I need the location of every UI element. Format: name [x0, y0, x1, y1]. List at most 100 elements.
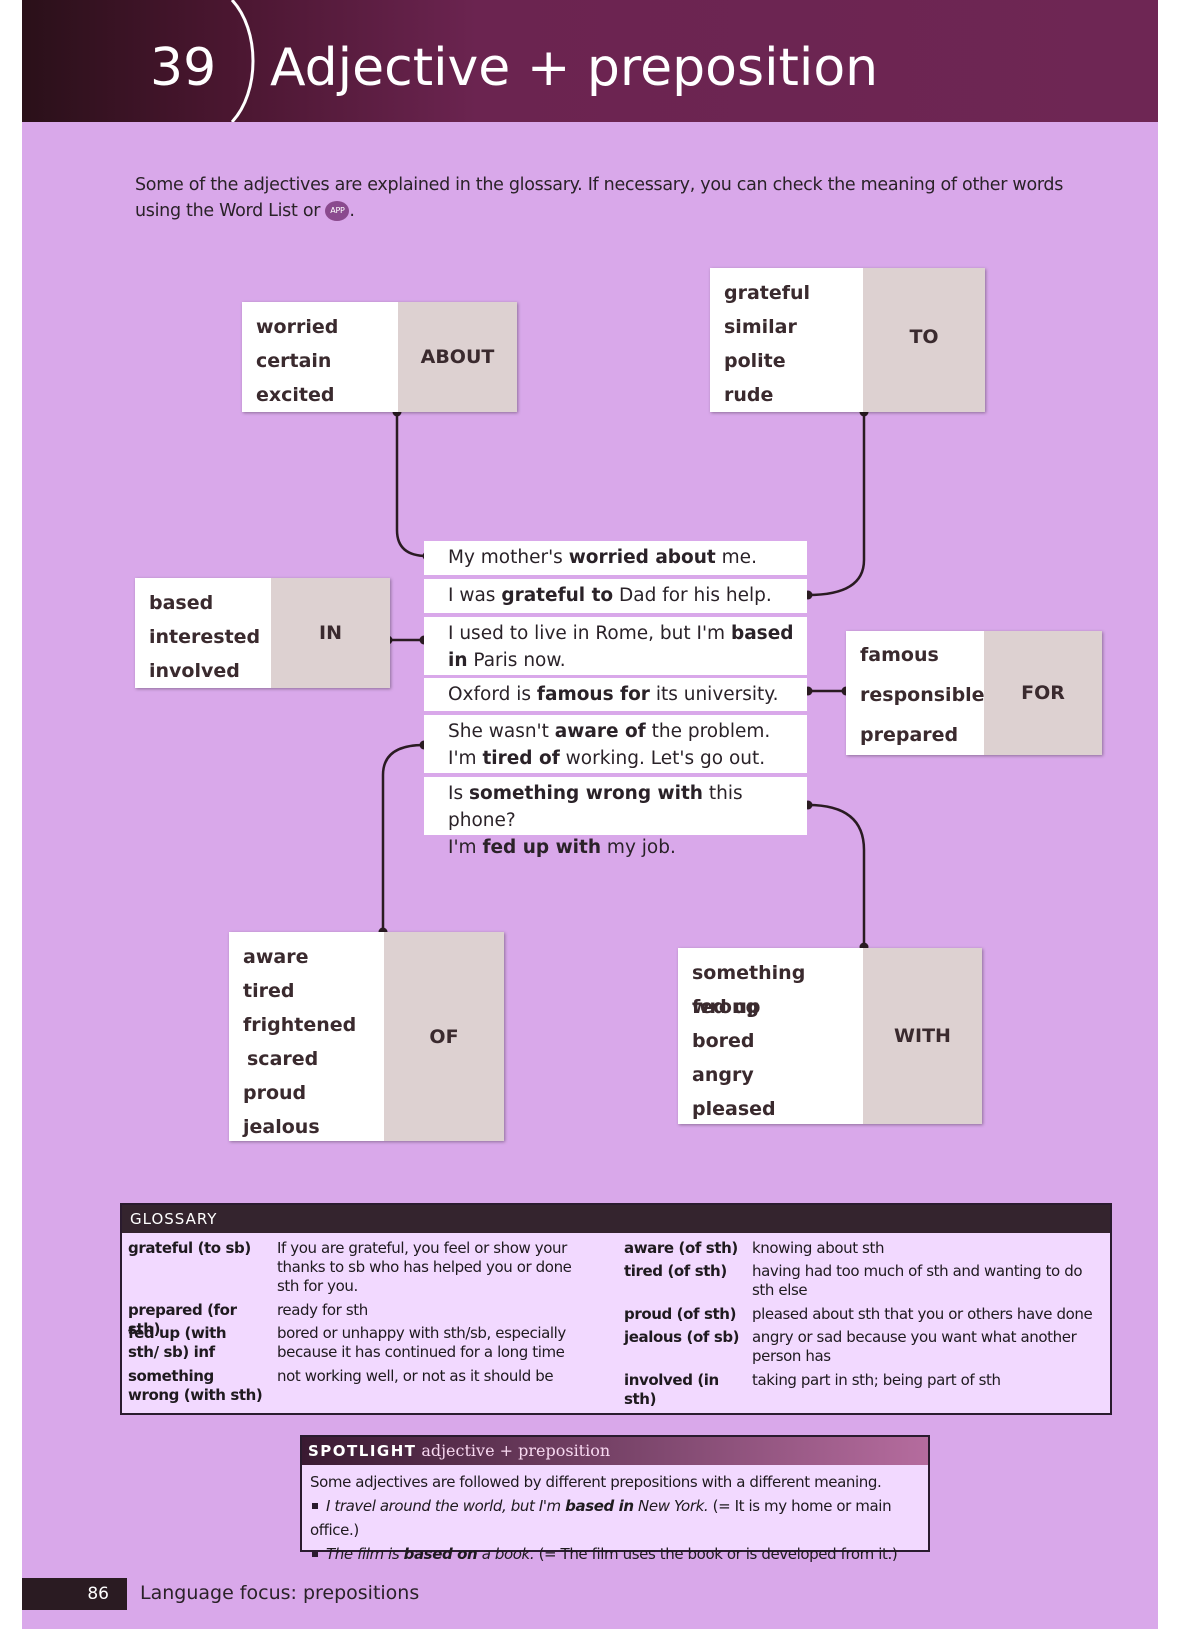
adjective: something wrong — [692, 962, 806, 1018]
glossary-term: jealous (of sb) — [624, 1328, 740, 1346]
glossary-definition: not working well, or not as it should be — [277, 1367, 554, 1385]
glossary-definition: bored or unhappy with sth/sb, especially… — [277, 1324, 566, 1361]
example-sentence: I'm fed up with my job. — [448, 834, 807, 861]
adjective: prepared — [860, 724, 959, 746]
sentence-text: me. — [715, 547, 757, 568]
glossary-definition: angry or sad because you want what anoth… — [752, 1328, 1077, 1365]
adjective: scared — [247, 1048, 319, 1070]
with-word-list: something wrong fed up bored angry pleas… — [678, 948, 863, 1124]
example-phrase: based in — [565, 1497, 634, 1515]
glossary-definition: taking part in sth; being part of sth — [752, 1371, 1001, 1389]
adjective: pleased — [692, 1098, 776, 1120]
adjective: jealous — [243, 1116, 320, 1138]
sentence-text: Is — [448, 783, 469, 804]
example-sentence: My mother's worried about me. — [424, 541, 807, 575]
glossary-definition: pleased about sth that you or others hav… — [752, 1305, 1093, 1323]
example-sentence: Oxford is famous for its university. — [424, 678, 807, 711]
sentence-phrase: grateful to — [501, 585, 614, 606]
connector-of — [381, 743, 425, 932]
example-sentence: I was grateful to Dad for his help. — [424, 579, 807, 613]
with-box: something wrong fed up bored angry pleas… — [678, 948, 982, 1124]
example-text: The film is — [326, 1545, 404, 1563]
sentence-text: working. Let's go out. — [559, 748, 766, 769]
adjective: based — [149, 592, 214, 614]
adjective: famous — [860, 644, 939, 666]
sentence-text: I'm — [448, 748, 483, 769]
preposition-label: FOR — [984, 631, 1102, 755]
preposition-label: OF — [384, 932, 504, 1141]
in-word-list: based interested involved — [135, 578, 271, 688]
glossary-term: involved (in sth) — [624, 1371, 719, 1408]
bullet-icon — [312, 1503, 318, 1509]
example-text: I travel around the world, but I'm — [326, 1497, 566, 1515]
spotlight-label: SPOTLIGHT — [308, 1442, 417, 1460]
example-sentence-pair: She wasn't aware of the problem. I'm tir… — [424, 715, 807, 773]
glossary-definition: If you are grateful, you feel or show yo… — [277, 1239, 572, 1295]
adjective: worried — [256, 316, 339, 338]
sentence-phrase: fed up with — [482, 837, 602, 858]
adjective: interested — [149, 626, 261, 648]
sentence-text: I was — [448, 585, 502, 606]
preposition-label: TO — [863, 268, 985, 412]
example-sentence: I used to live in Rome, but I'm based in… — [424, 617, 807, 675]
glossary-term: prepared (for sth) — [128, 1301, 237, 1338]
glossary: GLOSSARY grateful (to sb) If you are gra… — [120, 1203, 1112, 1415]
glossary-term: aware (of sth) — [624, 1239, 738, 1257]
bullet-icon — [312, 1551, 318, 1557]
adjective: rude — [724, 384, 774, 406]
example-sentence: I'm tired of working. Let's go out. — [448, 745, 807, 772]
intro-text-end: . — [349, 201, 355, 221]
unit-number: 39 — [150, 38, 217, 98]
glossary-term: tired (of sth) — [624, 1262, 727, 1280]
section-title: Language focus: prepositions — [140, 1582, 420, 1604]
spotlight-example: I travel around the world, but I'm based… — [310, 1494, 920, 1542]
preposition-label: WITH — [863, 948, 982, 1124]
to-box: grateful similar polite rude TO — [710, 268, 985, 412]
example-note: (= The film uses the book or is develope… — [534, 1545, 898, 1563]
connector-about — [395, 412, 428, 558]
adjective: bored — [692, 1030, 755, 1052]
to-word-list: grateful similar polite rude — [710, 268, 863, 412]
glossary-heading: GLOSSARY — [122, 1205, 1110, 1233]
preposition-label: ABOUT — [398, 302, 517, 412]
intro-text-body: Some of the adjectives are explained in … — [135, 175, 1064, 221]
adjective: involved — [149, 660, 240, 682]
preposition-label: IN — [271, 578, 390, 688]
sentence-text: Paris now. — [467, 650, 566, 671]
in-box: based interested involved IN — [135, 578, 390, 688]
sentence-text: Oxford is — [448, 684, 537, 705]
sentence-phrase: famous for — [536, 684, 650, 705]
app-icon[interactable]: APP — [325, 201, 350, 221]
for-box: famous responsible prepared FOR — [846, 631, 1102, 755]
adjective: proud — [243, 1082, 307, 1104]
sentence-text: Dad for his help. — [613, 585, 772, 606]
glossary-term: something wrong (with sth) — [128, 1367, 263, 1404]
adjective: tired — [243, 980, 295, 1002]
adjective: aware — [243, 946, 309, 968]
unit-title: Adjective + preposition — [270, 38, 879, 98]
sentence-text: this phone? — [448, 783, 743, 831]
adjective: certain — [256, 350, 332, 372]
of-word-list: aware tired frightened scared proud jeal… — [229, 932, 384, 1141]
glossary-term: fed up (with sth/ sb) inf — [128, 1324, 227, 1361]
glossary-definition: knowing about sth — [752, 1239, 885, 1257]
of-box: aware tired frightened scared proud jeal… — [229, 932, 504, 1141]
connector-to — [807, 412, 866, 597]
intro-text: Some of the adjectives are explained in … — [135, 172, 1095, 224]
about-word-list: worried certain excited — [242, 302, 398, 412]
sentence-phrase: worried about — [568, 547, 716, 568]
sentence-phrase: based in — [448, 623, 794, 671]
adjective: angry — [692, 1064, 754, 1086]
sentence-text: the problem. — [645, 721, 771, 742]
example-text: New York. — [633, 1497, 709, 1515]
sentence-text: my job. — [601, 837, 676, 858]
sentence-text: I'm — [448, 837, 483, 858]
about-box: worried certain excited ABOUT — [242, 302, 517, 412]
glossary-left-column: grateful (to sb) If you are grateful, yo… — [128, 1239, 598, 1409]
sentence-phrase: aware of — [554, 721, 646, 742]
header-bracket-icon — [230, 0, 255, 122]
example-phrase: based on — [403, 1545, 478, 1563]
spotlight-body: Some adjectives are followed by differen… — [302, 1465, 928, 1571]
sentence-text: its university. — [649, 684, 779, 705]
sentence-phrase: tired of — [482, 748, 560, 769]
